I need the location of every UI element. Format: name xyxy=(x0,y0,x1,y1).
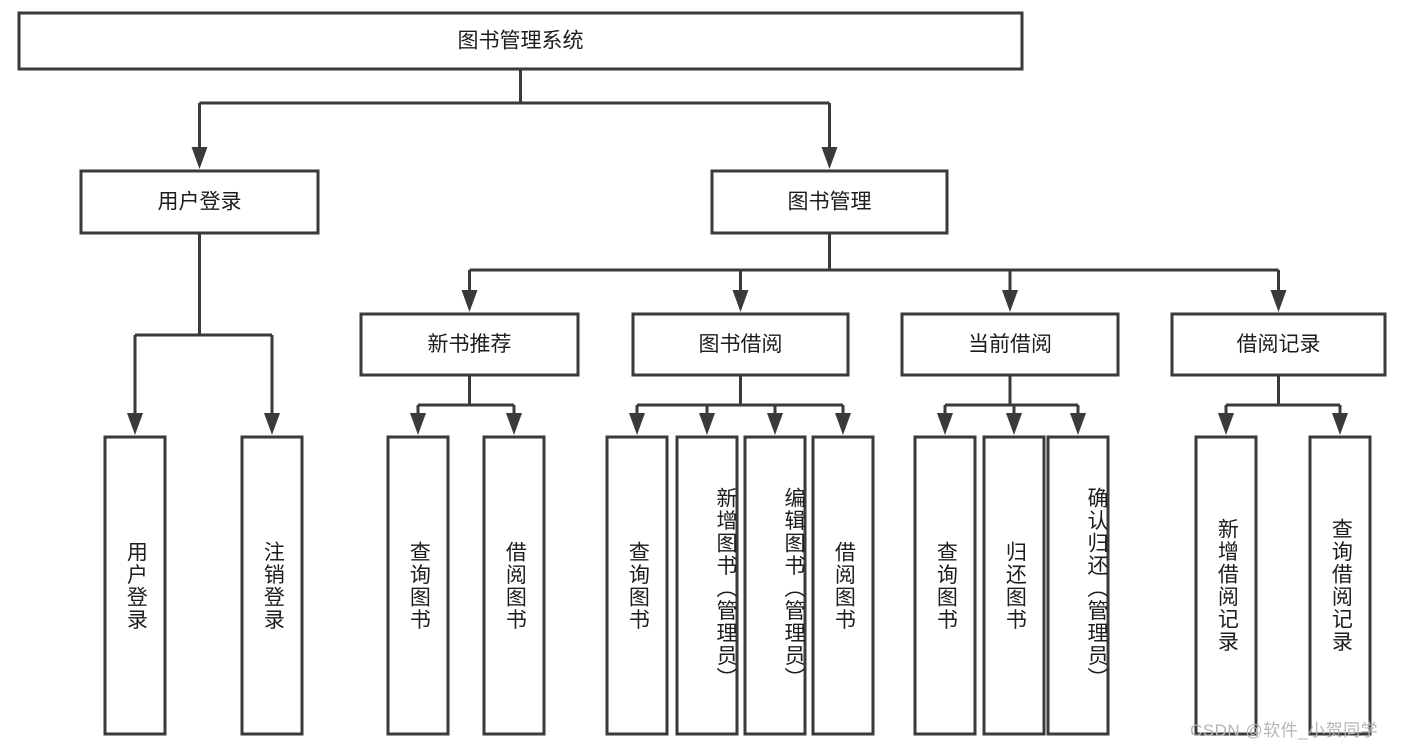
arrow-icon-leaf-edit-book-admin xyxy=(767,413,783,435)
node-label-borrow-record: 借阅记录 xyxy=(1237,333,1321,356)
arrow-icon-leaf-query-borrow-record xyxy=(1332,413,1348,435)
node-box-leaf-borrow-book-2[interactable] xyxy=(811,435,875,736)
arrow-icon-leaf-confirm-return-admin xyxy=(1070,413,1086,435)
node-box-leaf-query-borrow-record[interactable] xyxy=(1308,435,1372,736)
arrow-icon-leaf-borrow-book-1 xyxy=(506,413,522,435)
node-label-book-manage: 图书管理 xyxy=(788,191,872,214)
node-box-book-borrow[interactable] xyxy=(631,312,850,377)
node-box-leaf-add-book-admin[interactable] xyxy=(675,435,739,736)
node-label-current-borrow: 当前借阅 xyxy=(968,333,1052,356)
node-box-borrow-record[interactable] xyxy=(1170,312,1387,377)
node-box-leaf-edit-book-admin[interactable] xyxy=(743,435,807,736)
arrow-icon-leaf-query-book-3 xyxy=(937,413,953,435)
arrow-icon-leaf-query-book-1 xyxy=(410,413,426,435)
node-box-leaf-query-book-1[interactable] xyxy=(386,435,450,736)
arrow-icon-book-borrow xyxy=(732,290,749,312)
arrow-icon-leaf-query-book-2 xyxy=(629,413,645,435)
arrow-icon-leaf-add-borrow-record xyxy=(1218,413,1234,435)
node-box-leaf-query-book-3[interactable] xyxy=(913,435,977,736)
node-box-leaf-confirm-return-admin[interactable] xyxy=(1046,435,1110,736)
arrow-icon-book-manage xyxy=(821,147,838,169)
node-box-leaf-add-borrow-record[interactable] xyxy=(1194,435,1258,736)
node-label-user-login: 用户登录 xyxy=(158,191,242,214)
arrow-icon-leaf-return-book xyxy=(1006,413,1022,435)
arrow-icon-current-borrow xyxy=(1002,290,1018,312)
arrow-icon-leaf-borrow-book-2 xyxy=(835,413,851,435)
node-label-root: 图书管理系统 xyxy=(458,30,584,53)
node-box-leaf-logout[interactable] xyxy=(240,435,304,736)
arrow-icon-borrow-record xyxy=(1270,290,1287,312)
node-box-root[interactable] xyxy=(17,11,1024,71)
node-label-new-book-recommend: 新书推荐 xyxy=(428,333,512,356)
node-box-leaf-borrow-book-1[interactable] xyxy=(482,435,546,736)
node-box-current-borrow[interactable] xyxy=(900,312,1120,377)
arrow-icon-leaf-logout xyxy=(264,413,280,435)
node-box-leaf-query-book-2[interactable] xyxy=(605,435,669,736)
node-box-layer xyxy=(17,11,1387,736)
node-box-leaf-return-book[interactable] xyxy=(982,435,1046,736)
node-box-new-book-recommend[interactable] xyxy=(359,312,580,377)
arrow-icon-user-login xyxy=(191,147,208,169)
connector-layer xyxy=(127,69,1348,435)
node-label-book-borrow: 图书借阅 xyxy=(699,333,783,356)
arrow-icon-leaf-add-book-admin xyxy=(699,413,715,435)
csdn-watermark: CSDN @软件_小贺同学 xyxy=(1190,721,1379,740)
node-box-leaf-user-login[interactable] xyxy=(103,435,167,736)
arrow-icon-leaf-user-login xyxy=(127,413,143,435)
node-box-user-login[interactable] xyxy=(79,169,320,235)
arrow-icon-new-book-recommend xyxy=(461,290,478,312)
node-box-book-manage[interactable] xyxy=(710,169,949,235)
